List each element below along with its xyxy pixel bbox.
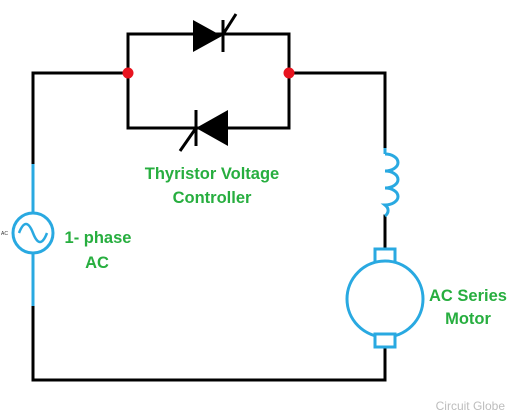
wires [31, 32, 387, 382]
motor-bottom-brush [373, 332, 397, 349]
source-label-line2: AC [85, 254, 109, 272]
node-left [122, 67, 134, 79]
motor-label-line1: AC Series [429, 287, 507, 305]
source-label-line1: 1- phase [65, 229, 132, 247]
motor-label-line2: Motor [445, 310, 491, 328]
motor-circle [345, 259, 425, 339]
motor-icon [345, 247, 425, 349]
sine-source-icon [11, 164, 55, 306]
thyristor-reverse-icon [178, 110, 228, 152]
inductor-coil-icon [380, 148, 400, 218]
controller-label-line2: Controller [173, 189, 252, 207]
watermark: Circuit Globe [436, 399, 506, 413]
thyristor-forward-icon [193, 13, 238, 52]
source-tag-label: AC [1, 231, 8, 237]
node-right [283, 67, 295, 79]
controller-label-line1: Thyristor Voltage [145, 165, 279, 183]
